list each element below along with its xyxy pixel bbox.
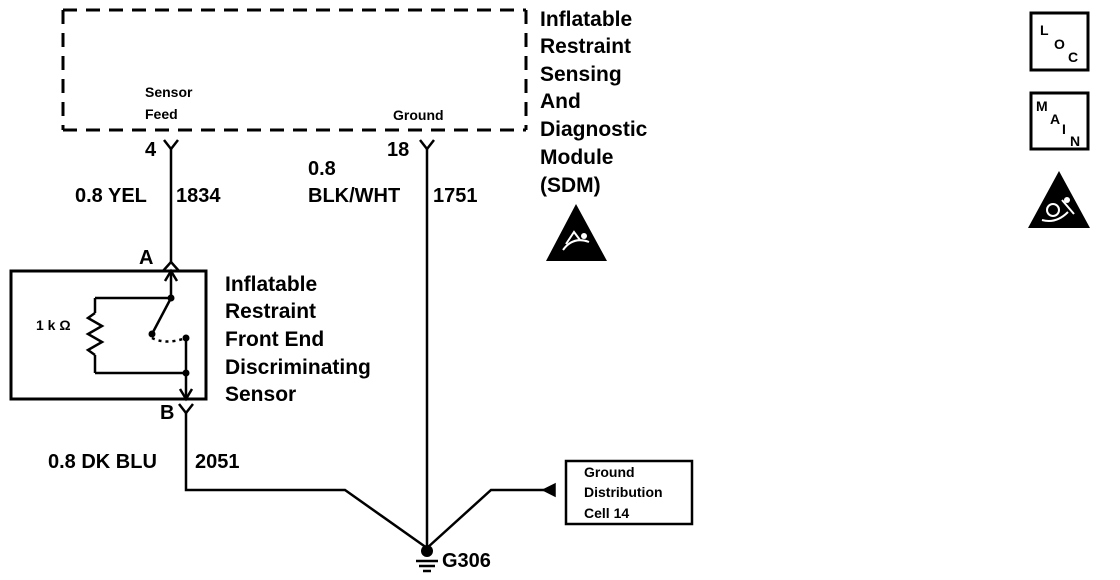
wire-1751-color: BLK/WHT bbox=[308, 185, 400, 207]
ground-distribution-box[interactable] bbox=[564, 459, 694, 526]
svg-text:C: C bbox=[1068, 49, 1078, 65]
sdm-ground-label: Ground bbox=[393, 107, 444, 123]
ground-distribution-arrow bbox=[541, 482, 556, 498]
loc-icon[interactable]: L O C bbox=[1029, 11, 1090, 72]
svg-text:N: N bbox=[1070, 133, 1080, 149]
airbag-warning-icon[interactable] bbox=[1028, 171, 1090, 228]
wire-1751-circuit: 1751 bbox=[433, 185, 478, 207]
wire-2051-circuit: 2051 bbox=[195, 451, 240, 473]
wire-1751-gauge: 0.8 bbox=[308, 158, 336, 180]
sensor-title: Inflatable Restraint Front End Discrimin… bbox=[225, 273, 377, 406]
sdm-sensor-feed-label: Sensor Feed bbox=[145, 84, 196, 122]
svg-text:O: O bbox=[1054, 36, 1065, 52]
wire-1834-circuit: 1834 bbox=[176, 185, 221, 207]
svg-text:L: L bbox=[1040, 22, 1049, 38]
main-icon[interactable]: M A I N bbox=[1029, 91, 1090, 151]
sensor-pin-a: A bbox=[139, 247, 153, 269]
wire-1834-color: 0.8 YEL bbox=[75, 185, 147, 207]
sensor-contact-points bbox=[148, 294, 190, 377]
wire-2051-color: 0.8 DK BLU bbox=[48, 451, 157, 473]
sensor-internal-circuit bbox=[85, 268, 194, 402]
ground-distribution-label: Ground Distribution Cell 14 bbox=[584, 464, 666, 521]
sensor-connector-a bbox=[162, 260, 180, 272]
ground-label-g306: G306 bbox=[442, 550, 491, 572]
svg-text:A: A bbox=[1050, 111, 1060, 127]
sdm-connector-18 bbox=[419, 139, 435, 152]
sdm-module-boundary bbox=[61, 8, 528, 132]
sdm-pin-4: 4 bbox=[145, 139, 157, 161]
esd-warning-icon bbox=[546, 204, 607, 261]
svg-text:M: M bbox=[1036, 98, 1048, 114]
sdm-title: Inflatable Restraint Sensing And Diagnos… bbox=[540, 8, 653, 197]
sdm-connector-4 bbox=[163, 139, 179, 152]
ground-symbol-g306 bbox=[416, 545, 438, 573]
wire-2051 bbox=[184, 413, 428, 550]
svg-text:I: I bbox=[1062, 121, 1066, 137]
sdm-pin-18: 18 bbox=[387, 139, 409, 161]
wire-ground-distribution bbox=[426, 488, 545, 549]
front-end-sensor-box bbox=[9, 269, 208, 401]
sensor-connector-b bbox=[178, 403, 194, 416]
sensor-pin-b: B bbox=[160, 402, 174, 424]
resistor-label: 1 k Ω bbox=[36, 317, 71, 333]
